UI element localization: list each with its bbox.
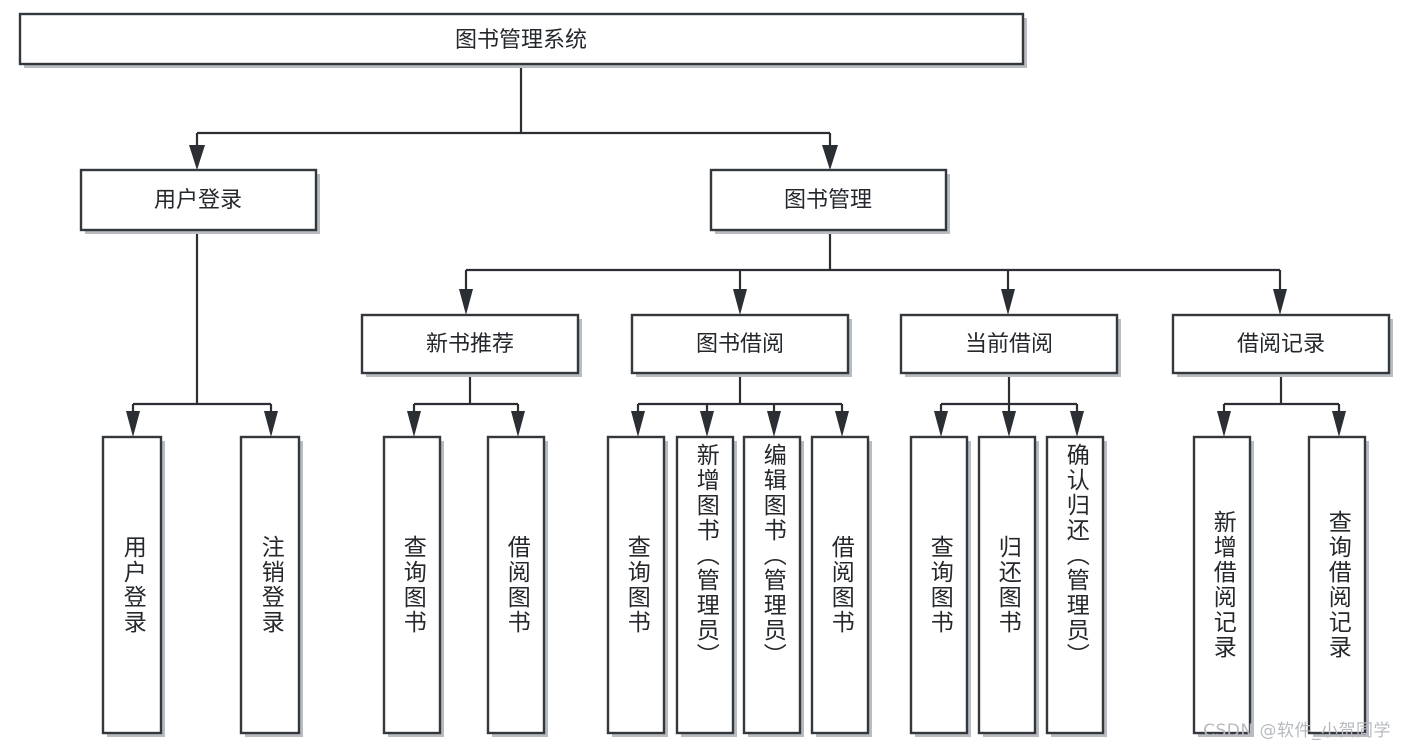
leaf-query-record-box (1307, 435, 1367, 735)
arrow-head-leaf-query-book-1 (407, 411, 421, 437)
new-book-recommend-box (360, 313, 580, 375)
arrow-head-book-borrow (733, 289, 747, 315)
arrow-head-leaf-query-book-2 (631, 411, 645, 437)
watermark-text: CSDN @软件_小贺同学 (1203, 721, 1391, 741)
node-leaf-return-book[interactable] (977, 435, 1039, 737)
leaf-query-book-2-box (606, 435, 666, 735)
arrow-head-leaf-add-record (1217, 411, 1231, 437)
arrow-head-user-login (189, 145, 205, 170)
book-borrow-label: 图书借阅 (696, 332, 784, 357)
borrow-record-label: 借阅记录 (1237, 332, 1325, 357)
arrow-head-leaf-confirm-return (1070, 411, 1084, 437)
current-borrow-label: 当前借阅 (965, 332, 1053, 357)
arrow-head-leaf-borrow-book-2 (835, 411, 849, 437)
leaf-query-book-3-box (909, 435, 969, 735)
arrow-head-current-borrow (1001, 289, 1015, 315)
node-leaf-confirm-return[interactable] (1045, 435, 1107, 737)
node-leaf-edit-book[interactable] (742, 435, 804, 737)
node-leaf-add-record[interactable] (1192, 435, 1254, 737)
node-book-manage[interactable]: 图书管理 (709, 168, 950, 234)
arrow-head-leaf-return-book (1002, 411, 1016, 437)
book-borrow-box (630, 313, 850, 375)
node-leaf-query-book-3[interactable] (909, 435, 971, 737)
book-manage-box (709, 168, 948, 232)
arrow-head-leaf-edit-book (767, 411, 781, 437)
root-box (18, 12, 1025, 66)
arrow-head-leaf-user-login (126, 411, 140, 437)
node-leaf-add-book[interactable] (675, 435, 737, 737)
book-manage-label: 图书管理 (784, 188, 872, 213)
leaf-edit-book-box (742, 435, 802, 735)
node-user-login[interactable]: 用户登录 (79, 168, 320, 234)
arrow-head-leaf-query-record (1332, 411, 1346, 437)
node-leaf-borrow-book-1[interactable] (486, 435, 548, 737)
current-borrow-box (899, 313, 1119, 375)
leaf-boxes-layer (101, 435, 1369, 737)
node-leaf-query-book-1[interactable] (382, 435, 444, 737)
leaf-user-logout-box (239, 435, 301, 735)
user-login-label: 用户登录 (154, 188, 242, 213)
arrow-head-leaf-query-book-3 (934, 411, 948, 437)
connectors-layer (126, 68, 1346, 437)
node-leaf-query-book-2[interactable] (606, 435, 668, 737)
node-leaf-borrow-book-2[interactable] (810, 435, 872, 737)
leaf-borrow-book-1-box (486, 435, 546, 735)
arrow-head-leaf-add-book (700, 411, 714, 437)
node-leaf-user-login[interactable] (101, 435, 165, 737)
borrow-record-box (1171, 313, 1391, 375)
arrow-head-leaf-borrow-book-1 (511, 411, 525, 437)
leaf-user-login-box (101, 435, 163, 735)
node-leaf-user-logout[interactable] (239, 435, 303, 737)
leaf-borrow-book-2-box (810, 435, 870, 735)
leaf-add-record-box (1192, 435, 1252, 735)
node-borrow-record[interactable]: 借阅记录 (1171, 313, 1393, 377)
arrow-head-borrow-record (1273, 289, 1287, 315)
leaf-return-book-box (977, 435, 1037, 735)
node-leaf-query-record[interactable] (1307, 435, 1369, 737)
arrow-head-leaf-user-logout (264, 411, 278, 437)
node-current-borrow[interactable]: 当前借阅 (899, 313, 1121, 377)
node-root[interactable]: 图书管理系统 (18, 12, 1027, 68)
root-label: 图书管理系统 (455, 28, 587, 53)
arrow-head-new-book-recommend (459, 289, 473, 315)
leaf-add-book-box (675, 435, 735, 735)
node-book-borrow[interactable]: 图书借阅 (630, 313, 852, 377)
new-book-recommend-label: 新书推荐 (426, 332, 514, 357)
leaf-query-book-1-box (382, 435, 442, 735)
leaf-confirm-return-box (1045, 435, 1105, 735)
user-login-box (79, 168, 318, 232)
arrow-head-book-manage (822, 145, 838, 170)
node-new-book-recommend[interactable]: 新书推荐 (360, 313, 582, 377)
